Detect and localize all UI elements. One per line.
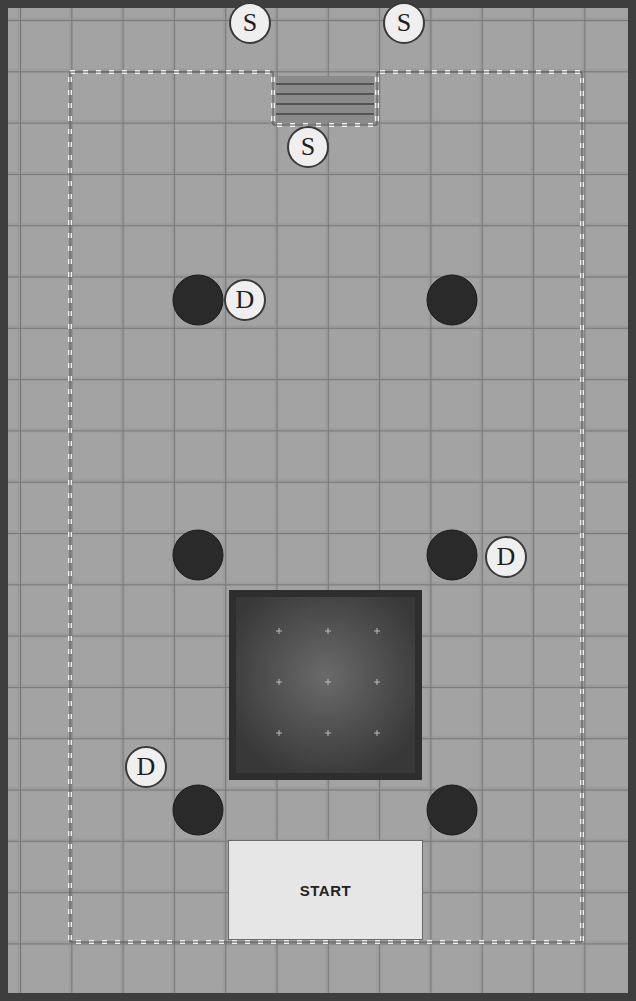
map-marker: S xyxy=(229,2,271,44)
pit xyxy=(229,590,422,780)
marker-letter: S xyxy=(301,134,315,160)
marker-letter: D xyxy=(137,754,156,780)
wall-outline xyxy=(70,72,582,942)
start-label: START xyxy=(300,882,351,899)
stairs xyxy=(276,76,374,122)
map-marker: D xyxy=(485,536,527,578)
marker-letter: S xyxy=(243,10,257,36)
marker-letter: D xyxy=(497,544,516,570)
map-marker: S xyxy=(287,126,329,168)
map-marker: D xyxy=(125,746,167,788)
floor-grid xyxy=(8,8,628,993)
map-marker: D xyxy=(224,279,266,321)
map-marker: S xyxy=(383,2,425,44)
start-area: START xyxy=(228,840,423,940)
marker-letter: S xyxy=(397,10,411,36)
marker-letter: D xyxy=(236,287,255,313)
wall-edge xyxy=(70,72,582,942)
pillars xyxy=(173,275,477,835)
